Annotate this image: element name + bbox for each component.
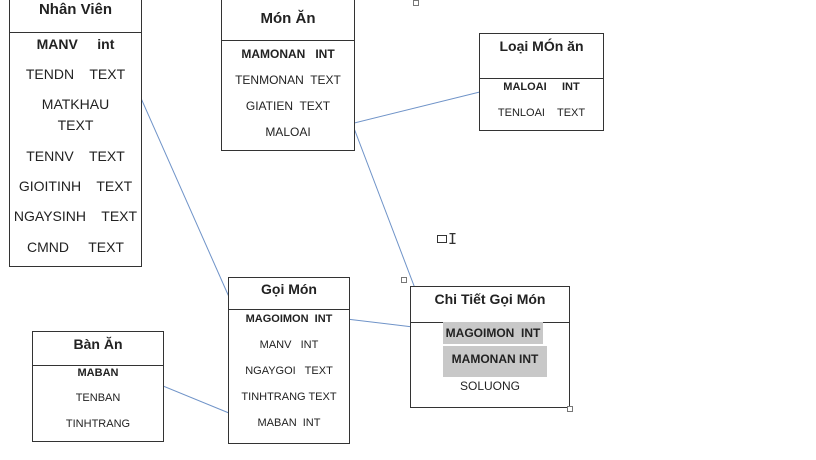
- field-maban: MABAN: [77, 367, 119, 379]
- field-tennv: TENNV TEXT: [26, 148, 125, 164]
- field-tinhtrang: TINHTRANG: [65, 418, 131, 430]
- field-magoimon: MAGOIMON INT: [245, 313, 333, 325]
- entity-goimon: Gọi Món MAGOIMON INT MANV INT NGAYGOI TE…: [228, 277, 350, 444]
- field-soluong: SOLUONG: [459, 379, 520, 393]
- field-ngaygoi: NGAYGOI TEXT: [245, 365, 333, 377]
- resize-handle-top-left[interactable]: [401, 277, 407, 283]
- canvas-margin: [620, 0, 816, 460]
- field-mamonan: MAMONAN INT: [443, 346, 547, 377]
- field-tenloai: TENLOAI TEXT: [497, 107, 586, 119]
- entity-title: Nhân Viên: [10, 0, 141, 33]
- entity-title: Loại MÓn ăn: [480, 34, 603, 79]
- entity-loaimonan: Loại MÓn ăn MALOAI INT TENLOAI TEXT: [479, 33, 604, 131]
- field-cmnd: CMND TEXT: [27, 239, 124, 255]
- entity-nhanvien: Nhân Viên MANV int TENDN TEXT MATKHAU TE…: [9, 0, 142, 267]
- field-mamonan: MAMONAN INT: [241, 47, 335, 61]
- entity-title: Gọi Món: [229, 278, 349, 310]
- text-cursor-icon: I: [448, 230, 458, 248]
- field-maban: MABAN INT: [257, 417, 321, 429]
- layout-options-icon[interactable]: [437, 235, 447, 243]
- field-tinhtrang: TINHTRANG TEXT: [241, 391, 337, 403]
- entity-banan: Bàn Ăn MABAN TENBAN TINHTRANG: [32, 331, 164, 442]
- resize-handle-bottom-right[interactable]: [567, 406, 573, 412]
- field-matkhau-type: TEXT: [57, 117, 94, 133]
- field-matkhau: MATKHAU: [41, 96, 110, 112]
- field-giatien: GIATIEN TEXT: [245, 99, 331, 113]
- field-tenban: TENBAN: [75, 392, 121, 404]
- field-tendn: TENDN TEXT: [25, 66, 126, 82]
- entity-title: Bàn Ăn: [33, 332, 163, 366]
- field-manv: MANV INT: [259, 339, 319, 351]
- entity-title: Chi Tiết Gọi Món: [411, 287, 569, 323]
- field-manv: MANV int: [36, 36, 115, 52]
- field-maloai: MALOAI INT: [503, 81, 580, 93]
- entity-title: Món Ăn: [222, 0, 354, 41]
- field-tenmonan: TENMONAN TEXT: [235, 73, 341, 87]
- selection-handle-top[interactable]: [413, 0, 419, 6]
- field-gioitinh: GIOITINH TEXT: [18, 178, 133, 194]
- field-maloai: MALOAI: [265, 125, 311, 139]
- field-ngaysinh: NGAYSINH TEXT: [13, 208, 138, 224]
- entity-chitiet: Chi Tiết Gọi Món MAGOIMON INT MAMONAN IN…: [410, 286, 570, 408]
- entity-monan: Món Ăn MAMONAN INT TENMONAN TEXT GIATIEN…: [221, 0, 355, 151]
- field-magoimon: MAGOIMON INT: [443, 322, 543, 344]
